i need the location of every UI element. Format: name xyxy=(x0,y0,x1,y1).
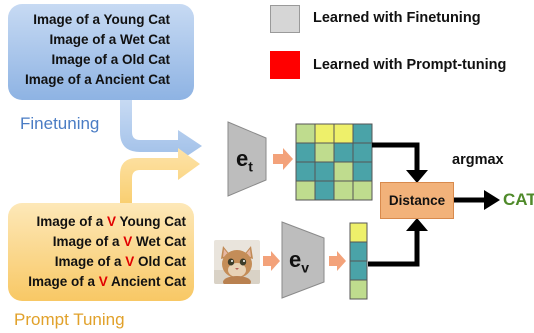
text-embedding-cell xyxy=(352,142,373,163)
finetuning-prompt: Image of a Young Cat xyxy=(33,12,170,27)
text-embedding-cell xyxy=(352,123,373,144)
image-encoder-label: ev xyxy=(289,247,309,275)
image-embedding-cell xyxy=(349,222,368,243)
distance-to-output-arrowhead xyxy=(484,190,500,210)
text-embedding-cell xyxy=(314,123,335,144)
prompt-tuning-prompt-list: Image of a V Young Cat Image of a V Wet … xyxy=(28,212,186,292)
column-to-distance-connector xyxy=(368,229,420,267)
finetuning-flow-arrow xyxy=(120,100,202,162)
image-encoder xyxy=(281,221,325,299)
prompt-tuning-prompt: Image of a V Young Cat xyxy=(28,212,186,232)
text-embedding-cell xyxy=(295,180,316,201)
learned-token: V xyxy=(98,274,108,289)
prompt-suffix: Young Cat xyxy=(116,214,187,229)
text-embedding-grid xyxy=(295,123,373,201)
finetuning-prompt-list: Image of a Young Cat Image of a Wet Cat … xyxy=(25,10,170,90)
finetuning-prompt: Image of a Wet Cat xyxy=(49,32,170,47)
finetuning-heading: Finetuning xyxy=(20,114,100,133)
prompt-tuning-flow-arrow xyxy=(120,148,200,203)
text-embedding-cell xyxy=(352,180,373,201)
prompt-tuning-prompt: Image of a V Old Cat xyxy=(28,252,186,272)
text-embedding-cell xyxy=(333,142,354,163)
prompt-suffix: Wet Cat xyxy=(132,234,186,249)
learned-token: V xyxy=(123,234,133,249)
legend-prompt-tuning-label: Learned with Prompt-tuning xyxy=(313,57,507,73)
text-encoder-label: et xyxy=(236,146,253,174)
prompt-suffix: Ancient Cat xyxy=(107,274,186,289)
text-embedding-cell xyxy=(352,161,373,182)
text-embedding-cell xyxy=(295,161,316,182)
cat-image-drawing xyxy=(214,240,260,284)
text-embedding-cell xyxy=(314,142,335,163)
finetuning-prompt: Image of a Old Cat xyxy=(51,52,170,67)
prompt-prefix: Image of a xyxy=(54,254,126,269)
learned-token: V xyxy=(125,254,135,269)
image-encoder-output-arrow xyxy=(329,251,346,271)
legend-finetuning-label: Learned with Finetuning xyxy=(313,10,481,26)
text-encoder-output-arrow xyxy=(273,148,293,170)
image-embedding-cell xyxy=(349,241,368,262)
text-encoder xyxy=(227,121,267,197)
text-encoder-label-base: e xyxy=(236,146,249,171)
image-embedding-cell xyxy=(349,279,368,300)
image-embedding-column xyxy=(349,222,368,300)
output-label: CAT xyxy=(503,190,534,209)
cat-image xyxy=(214,240,260,284)
prompt-prefix: Image of a xyxy=(28,274,99,289)
text-embedding-cell xyxy=(333,180,354,201)
legend-finetuning-swatch xyxy=(270,5,300,33)
image-input-arrow xyxy=(263,251,280,271)
text-embedding-cell xyxy=(314,180,335,201)
image-encoder-label-sub: v xyxy=(301,259,310,276)
text-embedding-cell xyxy=(295,142,316,163)
prompt-prefix: Image of a xyxy=(36,214,107,229)
text-embedding-cell xyxy=(295,123,316,144)
prompt-tuning-prompt: Image of a V Wet Cat xyxy=(28,232,186,252)
learned-token: V xyxy=(106,214,116,229)
prompt-tuning-heading: Prompt Tuning xyxy=(14,310,125,329)
finetuning-prompts-box: Image of a Young Cat Image of a Wet Cat … xyxy=(8,4,194,100)
grid-to-distance-arrowhead xyxy=(406,170,428,183)
text-embedding-cell xyxy=(314,161,335,182)
text-encoder-label-sub: t xyxy=(248,158,253,175)
finetuning-prompt: Image of a Ancient Cat xyxy=(24,72,170,87)
image-embedding-cell xyxy=(349,260,368,281)
grid-to-distance-connector xyxy=(372,142,420,172)
text-embedding-cell xyxy=(333,161,354,182)
prompt-suffix: Old Cat xyxy=(134,254,186,269)
legend-prompt-tuning-swatch xyxy=(270,51,300,79)
prompt-prefix: Image of a xyxy=(52,234,124,249)
text-embedding-cell xyxy=(333,123,354,144)
prompt-tuning-prompt: Image of a V Ancient Cat xyxy=(28,272,186,292)
argmax-label: argmax xyxy=(452,152,504,168)
prompt-tuning-prompts-box: Image of a V Young Cat Image of a V Wet … xyxy=(8,203,194,301)
column-to-distance-arrowhead xyxy=(406,218,428,231)
distance-box: Distance xyxy=(380,182,454,219)
image-encoder-label-base: e xyxy=(289,247,302,272)
